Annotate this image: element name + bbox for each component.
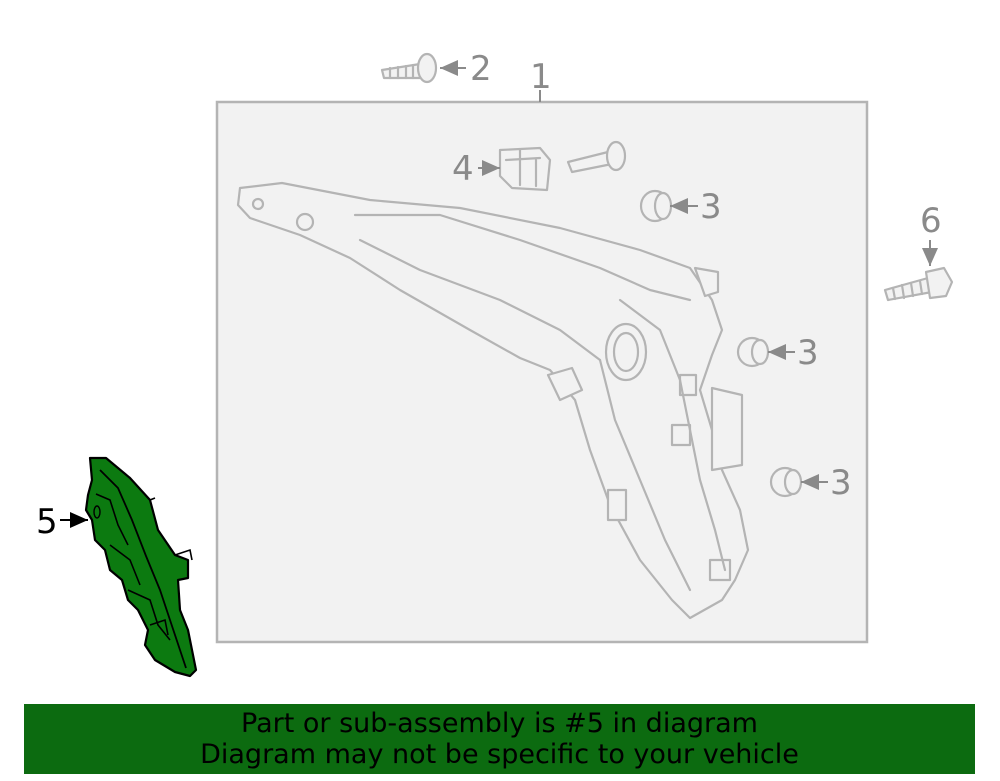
screw-part-clip[interactable] [566,140,627,174]
info-banner: Part or sub-assembly is #5 in diagram Di… [24,704,975,774]
nut-part-3b[interactable] [736,336,770,368]
banner-line-2: Diagram may not be specific to your vehi… [200,739,799,770]
nut-part-3c[interactable] [769,466,803,498]
callout-3a: 3 [700,187,722,227]
bolt-part-6[interactable] [883,266,954,302]
callout-4: 4 [452,149,474,189]
callout-2: 2 [470,49,492,89]
banner-line-1: Part or sub-assembly is #5 in diagram [241,708,758,739]
callout-5: 5 [36,502,58,542]
nut-part-3a[interactable] [639,189,673,223]
screw-part-2[interactable] [380,52,438,84]
lamp-housing-part[interactable] [236,181,750,620]
callout-3c: 3 [830,463,852,503]
callout-6: 6 [920,201,942,241]
callout-3b: 3 [797,333,819,373]
callout-1: 1 [530,57,552,97]
trim-bezel-part-5[interactable] [84,456,198,678]
clip-part-4[interactable] [498,146,552,192]
